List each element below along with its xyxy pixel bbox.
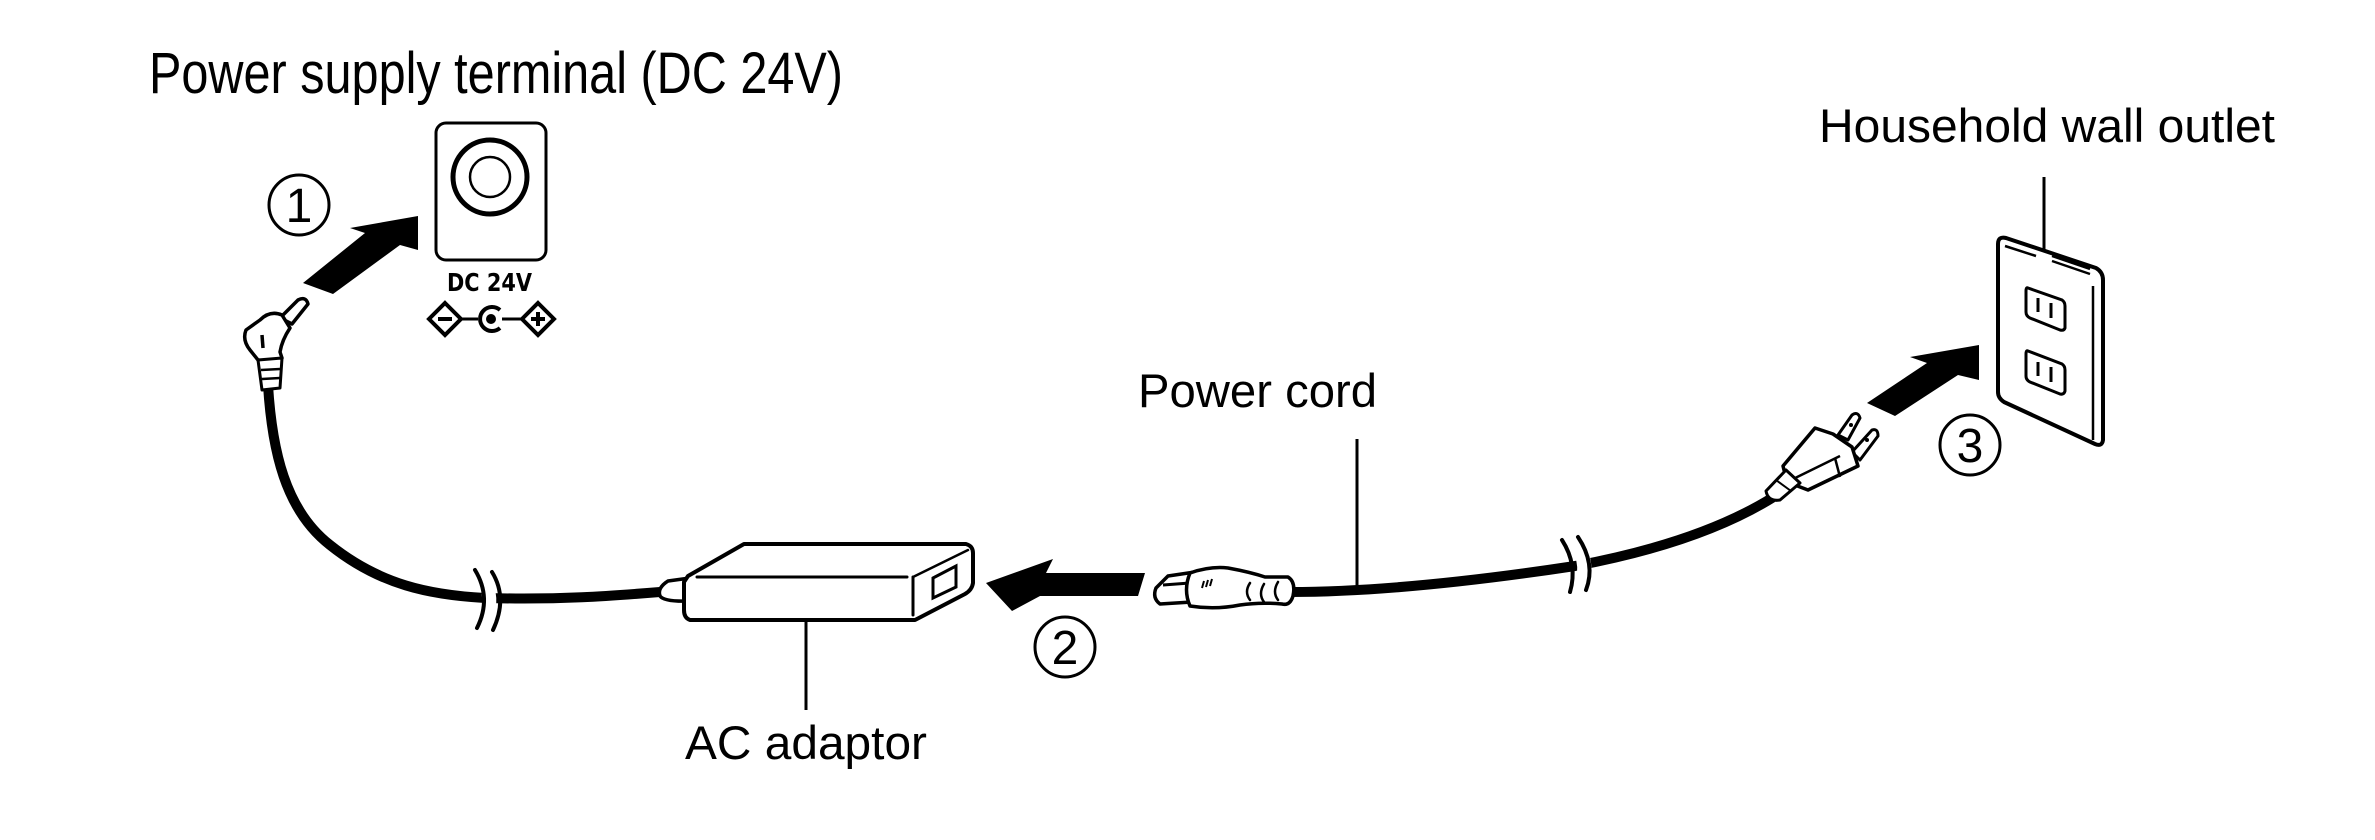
step-2-number: 2 xyxy=(1052,622,1079,675)
step-3-number: 3 xyxy=(1957,420,1984,473)
dc-output-cord xyxy=(263,380,665,604)
step-1-marker: 1 xyxy=(267,173,331,237)
jack-inner-ring-icon xyxy=(468,155,512,199)
power-cord xyxy=(1285,493,1777,597)
wall-plug xyxy=(1764,412,1880,502)
center-pin-c-icon xyxy=(478,305,502,333)
terminal-marking-label: DC 24V xyxy=(447,268,533,297)
iec-connector xyxy=(1152,565,1296,610)
iec-connector-body xyxy=(1184,565,1296,610)
dc-plug xyxy=(242,296,310,392)
cord-break-mark-left xyxy=(473,568,503,632)
step-1-number: 1 xyxy=(286,180,313,233)
dc-plug-tip xyxy=(278,296,310,326)
ac-adaptor-label: AC adaptor xyxy=(685,716,927,769)
power-cord-label: Power cord xyxy=(1138,364,1377,417)
iec-connector-face xyxy=(1152,570,1197,606)
dc-plug-body xyxy=(242,311,292,363)
wall-outlet-label: Household wall outlet xyxy=(1819,99,2275,152)
wall-outlet xyxy=(1996,235,2105,447)
polarity-symbol-icon xyxy=(426,300,557,338)
ac-adaptor xyxy=(657,542,975,622)
dc-power-terminal: DC 24V xyxy=(426,121,557,338)
power-terminal-label: Power supply terminal (DC 24V) xyxy=(149,41,843,106)
outlet-socket-upper-icon xyxy=(2024,286,2067,332)
wall-plug-prong-upper xyxy=(1836,412,1862,442)
wall-plug-prong-lower xyxy=(1850,428,1880,462)
cord-break-mark-right xyxy=(1560,535,1592,596)
step-1-arrow-icon xyxy=(303,216,418,294)
dc-plug-strain-relief xyxy=(256,356,284,392)
adaptor-top-face xyxy=(682,542,975,622)
step-2-marker: 2 xyxy=(1033,615,1097,679)
adaptor-inlet-socket-icon xyxy=(931,563,958,601)
wall-outlet-plate xyxy=(1996,235,2105,447)
step-3-marker: 3 xyxy=(1938,413,2002,477)
step-2-arrow-icon xyxy=(986,559,1145,611)
step-3-arrow-icon xyxy=(1867,345,1979,416)
outlet-socket-lower-icon xyxy=(2024,349,2067,396)
